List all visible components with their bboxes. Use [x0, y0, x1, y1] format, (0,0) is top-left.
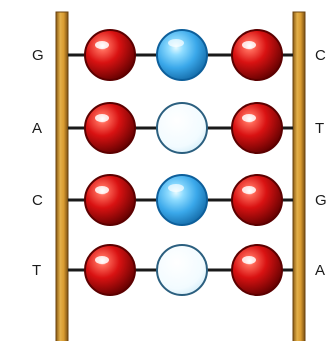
- bead-highlight: [242, 114, 256, 122]
- bead-highlight: [242, 256, 256, 264]
- bead-highlight: [242, 186, 256, 194]
- bead-highlight: [95, 256, 109, 264]
- left-base-label: C: [32, 192, 43, 209]
- white-bead: [156, 244, 208, 296]
- red-bead: [84, 102, 136, 154]
- right-base-label: C: [315, 47, 326, 64]
- white-bead: [156, 102, 208, 154]
- right-rail: [292, 11, 306, 341]
- left-base-label: A: [32, 120, 42, 137]
- red-bead: [231, 244, 283, 296]
- red-bead: [84, 174, 136, 226]
- bead-highlight: [95, 41, 109, 49]
- bead-highlight: [95, 114, 109, 122]
- blue-bead: [156, 29, 208, 81]
- red-bead: [231, 29, 283, 81]
- red-bead: [231, 102, 283, 154]
- red-bead: [84, 29, 136, 81]
- blue-bead: [156, 174, 208, 226]
- red-bead: [84, 244, 136, 296]
- bead-highlight: [242, 41, 256, 49]
- bead-highlight: [168, 39, 184, 47]
- right-base-label: T: [315, 120, 324, 137]
- bead-highlight: [168, 184, 184, 192]
- bead-highlight: [95, 186, 109, 194]
- left-base-label: G: [32, 47, 44, 64]
- left-base-label: T: [32, 262, 41, 279]
- red-bead: [231, 174, 283, 226]
- right-base-label: G: [315, 192, 327, 209]
- left-rail: [55, 11, 69, 341]
- right-base-label: A: [315, 262, 325, 279]
